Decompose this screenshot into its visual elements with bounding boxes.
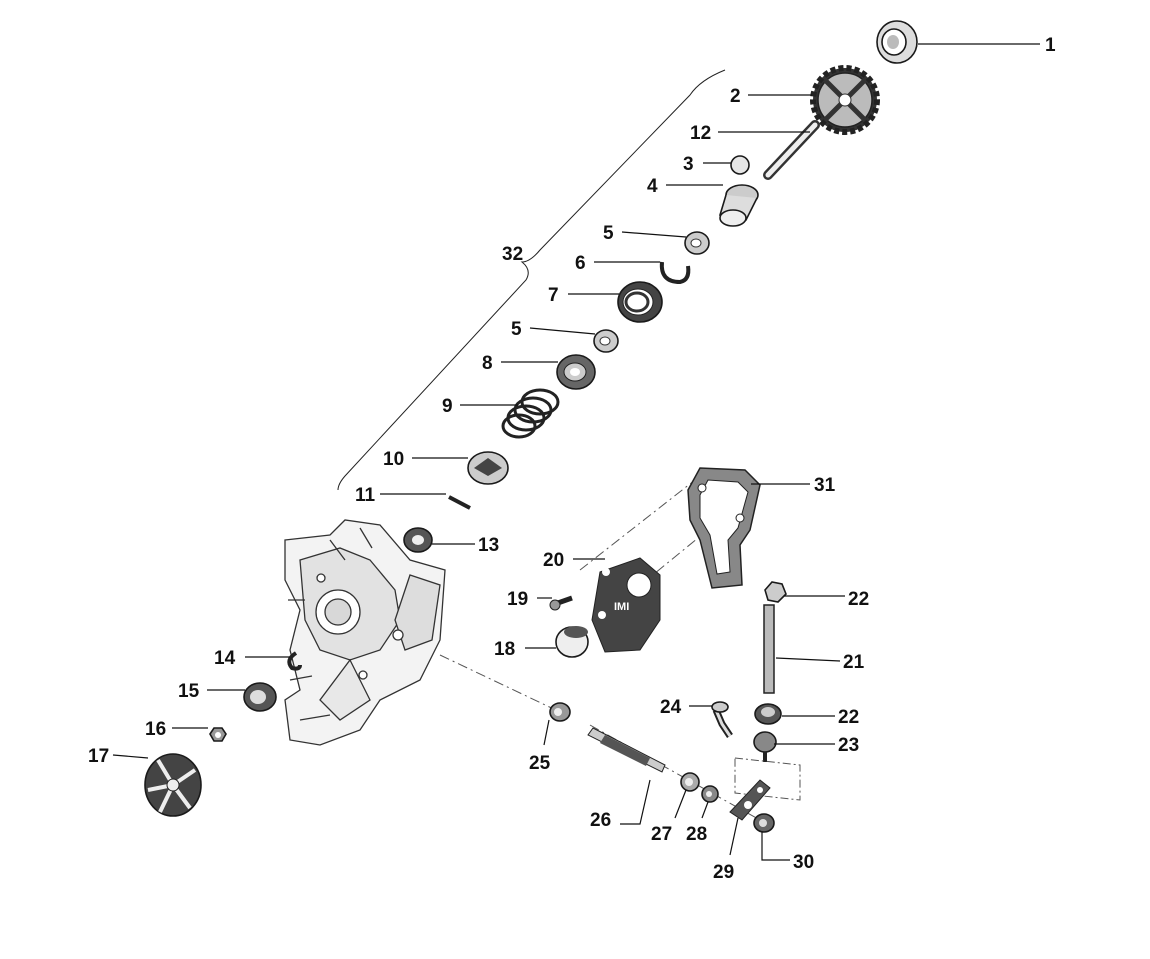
callout-6: 6 — [575, 253, 586, 274]
part-7-seal — [617, 281, 663, 323]
callout-20: 20 — [543, 550, 564, 571]
callout-3: 3 — [683, 154, 694, 175]
callout-22b: 22 — [838, 707, 859, 728]
part-30-nut — [753, 813, 775, 833]
callout-15: 15 — [178, 681, 200, 702]
part-18-cap — [555, 626, 589, 658]
cover-logo-text: IMI — [614, 601, 629, 613]
callout-9: 9 — [442, 396, 453, 417]
callout-25: 25 — [529, 753, 551, 774]
callout-13: 13 — [478, 535, 499, 556]
part-19-screw — [549, 595, 573, 611]
callout-17: 17 — [88, 746, 109, 767]
part-31-gasket — [687, 467, 761, 589]
part-10-seat — [467, 451, 509, 485]
part-12-shaft — [763, 120, 820, 180]
part-9-spring — [501, 388, 560, 439]
part-28-washer — [701, 785, 719, 803]
group-bracket — [337, 69, 726, 491]
callout-23: 23 — [838, 735, 859, 756]
callout-31: 31 — [814, 475, 836, 496]
part-21-rod — [763, 604, 775, 694]
callout-16: 16 — [145, 719, 166, 740]
leader-lines — [112, 43, 1040, 861]
callout-19: 19 — [507, 589, 528, 610]
part-22-nut-top — [764, 581, 787, 603]
part-6-circlip — [659, 261, 691, 285]
part-17-impeller — [144, 753, 202, 817]
part-20-cover: IMI — [591, 557, 661, 653]
part-4-bushing — [718, 184, 759, 227]
callout-5b: 5 — [511, 319, 522, 340]
callout-26: 26 — [590, 810, 611, 831]
part-25-bushing — [549, 702, 571, 722]
callout-2: 2 — [730, 86, 741, 107]
part-26-pump-shaft — [587, 727, 666, 773]
part-2-sprocket — [810, 65, 880, 135]
part-23-fitting — [753, 731, 777, 762]
callout-21: 21 — [843, 652, 865, 673]
callout-1: 1 — [1045, 35, 1056, 56]
part-22-nut-bottom — [754, 703, 782, 725]
callout-29: 29 — [713, 862, 734, 883]
part-27-bushing — [680, 772, 700, 792]
callout-24: 24 — [660, 697, 682, 718]
dashed-box — [734, 757, 801, 801]
part-8-bearing — [556, 354, 596, 390]
part-5-washer-b — [593, 329, 619, 353]
part-29-lever — [729, 779, 771, 821]
callout-8: 8 — [482, 353, 493, 374]
callout-28: 28 — [686, 824, 707, 845]
part-1-washer — [876, 20, 918, 64]
part-13-washer — [403, 527, 433, 553]
callout-22a: 22 — [848, 589, 869, 610]
callout-11: 11 — [355, 485, 376, 506]
part-3-ball — [730, 155, 750, 175]
part-24-elbow — [711, 701, 733, 738]
callout-10: 10 — [383, 449, 404, 470]
engine-housing — [284, 519, 446, 746]
part-11-pin — [448, 495, 471, 510]
part-15-seal — [243, 682, 277, 712]
callout-labels: 1 2 12 3 4 5 32 6 7 5 8 9 10 11 13 31 20… — [88, 35, 1056, 883]
callout-4: 4 — [647, 176, 658, 197]
part-16-nut — [209, 727, 227, 742]
callout-27: 27 — [651, 824, 672, 845]
callout-5: 5 — [603, 223, 614, 244]
callout-14: 14 — [214, 648, 236, 669]
callout-7: 7 — [548, 285, 559, 306]
part-5-washer-a — [684, 231, 710, 255]
callout-30: 30 — [793, 852, 814, 873]
callout-18: 18 — [494, 639, 515, 660]
part-14-clip — [287, 651, 302, 671]
callout-12: 12 — [690, 123, 711, 144]
callout-32: 32 — [502, 244, 523, 265]
